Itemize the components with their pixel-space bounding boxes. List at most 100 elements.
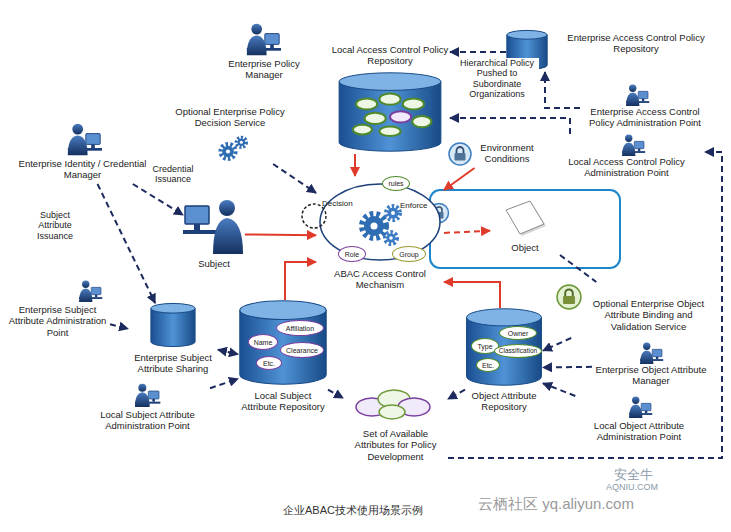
shape-circle (389, 236, 393, 240)
dashed-connector (450, 118, 570, 134)
shape-ellipse (240, 301, 326, 320)
shape-rect (185, 206, 209, 224)
shape-circle (387, 234, 396, 243)
attribute-bubble: Etc. (476, 358, 500, 372)
shape-rect (656, 357, 658, 359)
attribute-bubble: Clearance (280, 342, 324, 358)
dashed-connector (133, 184, 183, 215)
shape-rect (641, 403, 651, 410)
bubble-label: Owner (500, 330, 536, 337)
node-label: Enterprise Access Control Policy Adminis… (580, 106, 710, 129)
manager-figure: Enterprise Object Attribute Manager (592, 342, 710, 390)
shape-circle (219, 200, 235, 216)
admin-figure: Local Subject Attribute Administration P… (85, 383, 210, 435)
shape-ellipse (379, 126, 400, 136)
node-label: Subject (183, 258, 245, 269)
shape-rect (563, 296, 575, 304)
shape-circle (386, 206, 400, 220)
shape-circle (364, 216, 384, 236)
shape-circle (221, 144, 236, 159)
shape-rect (95, 295, 97, 297)
admin-figure: Local Access Control Policy Administrati… (548, 134, 705, 182)
bubble-label: Affiliation (277, 325, 323, 332)
shape-path (79, 289, 92, 302)
binding-lock: Optional Enterprise Object Attribute Bin… (556, 282, 712, 338)
attribute-repository: Object Attribute RepositoryTypeOwnerClas… (465, 308, 543, 428)
shape-circle (391, 211, 395, 215)
shape-circle (72, 124, 83, 135)
dashed-connector (210, 379, 238, 388)
node-icon (618, 134, 648, 156)
shape-circle (557, 285, 581, 309)
dashed-connector (218, 350, 238, 354)
attribute-bubble: Classification (494, 344, 542, 358)
shape-path (151, 308, 195, 346)
object-frame (430, 190, 620, 268)
bubble-label: Clearance (281, 347, 323, 354)
attribute-bubble: Etc. (256, 356, 282, 370)
node-icon (625, 396, 655, 418)
shape-rect (634, 141, 644, 148)
node-icon (75, 280, 105, 302)
shape-ellipse (379, 94, 400, 105)
node-label: Enterprise Object Attribute Manager (592, 364, 710, 387)
edge-label: Credential Issuance (146, 164, 200, 185)
node-icon (337, 72, 443, 152)
attribute-bubble: Name (248, 334, 278, 350)
decision-label: Decision (322, 199, 353, 208)
shape-rect (148, 391, 159, 399)
shape-ellipse (353, 125, 372, 135)
policy-repository: Local Access Control Policy Repository (330, 44, 450, 154)
node-label: Local Subject Attribute Repository (238, 390, 328, 413)
flow-arrow (285, 262, 316, 300)
shape-circle (138, 384, 146, 392)
shape-circle (629, 85, 636, 92)
shape-rect (638, 149, 640, 151)
shape-circle (236, 137, 246, 147)
shape-circle (643, 343, 650, 350)
node-label: ABAC Access Control Mechanism (316, 268, 444, 291)
dashed-connector (448, 390, 465, 399)
shape-rect (652, 349, 662, 356)
shape-ellipse (365, 113, 386, 124)
bubble-label: Classification (495, 348, 541, 355)
object-document: Object (490, 198, 560, 260)
caption: 企业ABAC技术使用场景示例 (283, 503, 423, 518)
dashed-connector (543, 383, 575, 396)
shape-circle (371, 223, 378, 230)
node-icon (622, 84, 652, 106)
shape-ellipse (467, 309, 542, 326)
dashed-connector (450, 51, 506, 53)
shape-rect (91, 287, 101, 294)
node-icon (500, 198, 550, 238)
dashed-connector (545, 72, 580, 108)
shape-path (622, 143, 635, 156)
shape-ellipse (390, 111, 411, 122)
node-label: Object (490, 242, 560, 253)
node-icon (132, 383, 162, 407)
node-label: Enterprise Subject Attribute Sharing (128, 352, 218, 375)
shape-rect (91, 144, 95, 148)
shape-path (457, 147, 464, 153)
dashed-connector (448, 152, 722, 458)
attribute-bubble: Group (392, 246, 426, 262)
node-icon (66, 122, 102, 156)
bubble-label: Role (339, 251, 365, 258)
shape-path (213, 218, 243, 254)
shape-circle (362, 214, 386, 238)
node-icon (216, 134, 250, 164)
flow-arrow (354, 154, 356, 176)
shape-rect (270, 44, 274, 48)
shape-rect (152, 399, 155, 402)
shape-rect (638, 91, 648, 98)
attribute-store: Enterprise Subject Attribute Sharing (128, 303, 218, 377)
dashed-connector (543, 338, 571, 351)
environment-lock: Environment Conditions (448, 140, 540, 168)
node-label: Environment Conditions (474, 142, 540, 165)
shape-path (247, 35, 267, 55)
admin-figure: Enterprise Subject Attribute Administrat… (5, 280, 110, 342)
flow-arrow (444, 231, 490, 233)
node-label: Enterprise Policy Manager (218, 58, 310, 81)
shape-path (68, 135, 88, 155)
